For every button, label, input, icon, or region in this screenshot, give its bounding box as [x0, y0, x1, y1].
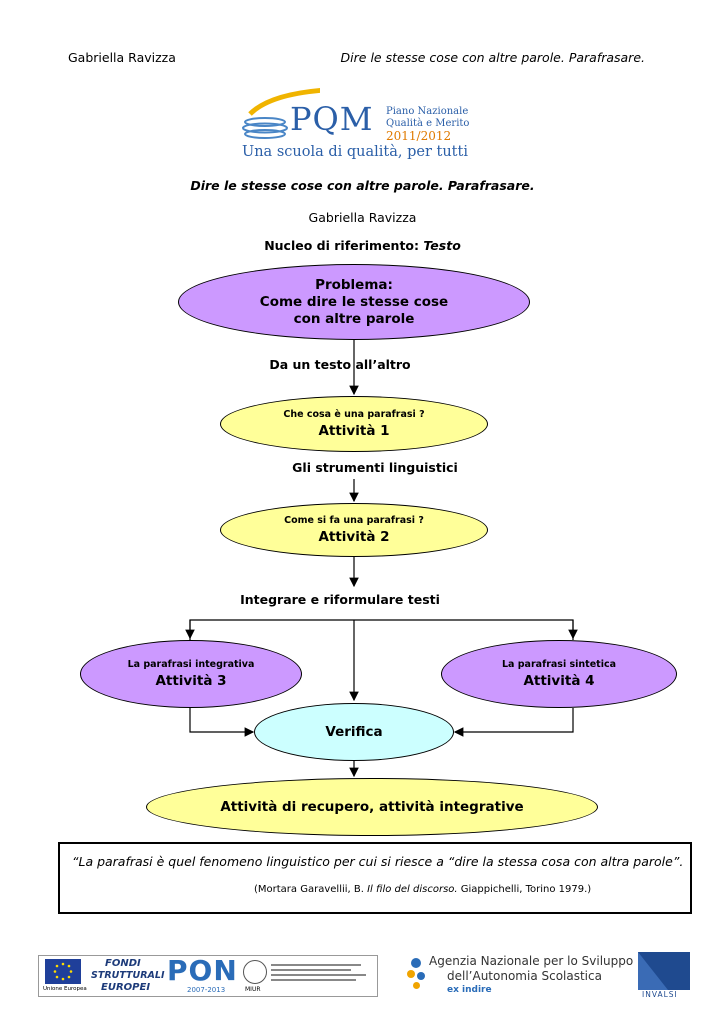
- recupero-label: Attività di recupero, attività integrati…: [220, 799, 524, 815]
- node-attivita-3: La parafrasi integrativa Attività 3: [80, 640, 302, 708]
- pqm-line2: Qualità e Merito: [386, 118, 470, 129]
- pqm-mark: PQM: [290, 100, 374, 138]
- arrow-act3-verifica: [189, 708, 255, 737]
- node-attivita-4: La parafrasi sintetica Attività 4: [441, 640, 677, 708]
- footer-invalsi: INVALSI: [638, 950, 690, 1000]
- quote-text: “La parafrasi è quel fenomeno linguistic…: [72, 854, 684, 869]
- node-attivita-2: Come si fa una parafrasi ? Attività 2: [220, 503, 488, 557]
- problem-line2: Come dire le stesse cose: [259, 293, 449, 310]
- act3-big: Attività 3: [155, 673, 227, 689]
- node-attivita-1: Che cosa è una parafrasi ? Attività 1: [220, 396, 488, 452]
- cite-pre: (Mortara Garavellii, B.: [254, 884, 364, 895]
- nucleo-label: Nucleo di riferimento:: [264, 238, 420, 253]
- header-doc-title: Dire le stesse cose con altre parole. Pa…: [340, 50, 645, 65]
- quote-box: “La parafrasi è quel fenomeno linguistic…: [58, 842, 692, 914]
- miur-text-block: [271, 962, 371, 990]
- eu-flag-icon: [45, 959, 81, 984]
- problem-line1: Problema:: [315, 276, 393, 293]
- act2-big: Attività 2: [318, 529, 390, 545]
- miur-label: MIUR: [245, 986, 261, 993]
- act1-big: Attività 1: [318, 423, 390, 439]
- nucleo-line: Nucleo di riferimento: Testo: [0, 238, 725, 253]
- footer-pon-banner: Unione Europea FONDI STRUTTURALI EUROPEI…: [38, 954, 378, 997]
- nucleo-value: Testo: [423, 238, 461, 253]
- cite-title: Il filo del discorso.: [367, 884, 458, 895]
- label-strumenti: Gli strumenti linguistici: [292, 460, 458, 475]
- label-integrare: Integrare e riformulare testi: [240, 592, 440, 607]
- pqm-logo: PQM Piano Nazionale Qualità e Merito 201…: [240, 86, 480, 166]
- pon-mark: PON: [167, 954, 238, 987]
- pqm-tagline: Una scuola di qualità, per tutti: [242, 144, 468, 160]
- author-name: Gabriella Ravizza: [308, 210, 417, 225]
- verifica-label: Verifica: [325, 724, 383, 740]
- eu-label: Unione Europea: [43, 986, 87, 992]
- miur-emblem-icon: [243, 960, 267, 984]
- act2-small: Come si fa una parafrasi ?: [284, 515, 424, 526]
- act1-small: Che cosa è una parafrasi ?: [283, 409, 425, 420]
- header-author: Gabriella Ravizza: [68, 50, 176, 65]
- cite-post: Giappichelli, Torino 1979.): [460, 884, 592, 895]
- footer-agency: Agenzia Nazionale per lo Sviluppo dell’A…: [405, 952, 635, 1000]
- problem-line3: con altre parole: [293, 310, 415, 327]
- agency-line1: Agenzia Nazionale per lo Sviluppo: [429, 954, 634, 968]
- pqm-line1: Piano Nazionale: [386, 106, 469, 117]
- branch-line: [189, 619, 574, 640]
- agency-line2: dell’Autonomia Scolastica: [447, 969, 602, 983]
- quote-citation: (Mortara Garavellii, B. Il filo del disc…: [254, 884, 591, 895]
- fondi-line1: FONDI: [105, 958, 141, 969]
- fondi-line2: STRUTTURALI: [91, 970, 165, 981]
- page-title: Dire le stesse cose con altre parole. Pa…: [190, 178, 535, 193]
- act3-small: La parafrasi integrativa: [127, 659, 255, 670]
- pon-years: 2007-2013: [187, 986, 226, 994]
- pqm-swirl-icon: [242, 87, 320, 139]
- node-verifica: Verifica: [254, 703, 454, 761]
- node-recupero: Attività di recupero, attività integrati…: [146, 778, 598, 836]
- act4-big: Attività 4: [523, 673, 595, 689]
- label-da-un-testo: Da un testo all’altro: [269, 357, 411, 372]
- agency-dots-icon: [407, 958, 427, 992]
- act4-small: La parafrasi sintetica: [501, 659, 617, 670]
- invalsi-label: INVALSI: [642, 990, 678, 999]
- invalsi-logo-icon: [638, 952, 690, 990]
- node-problem: Problema: Come dire le stesse cose con a…: [178, 264, 530, 340]
- diagram-connectors: [185, 338, 578, 778]
- fondi-line3: EUROPEI: [101, 982, 151, 993]
- indire-label: ex indire: [447, 985, 492, 995]
- pqm-years: 2011/2012: [386, 129, 452, 143]
- arrow-act4-verifica: [453, 708, 574, 737]
